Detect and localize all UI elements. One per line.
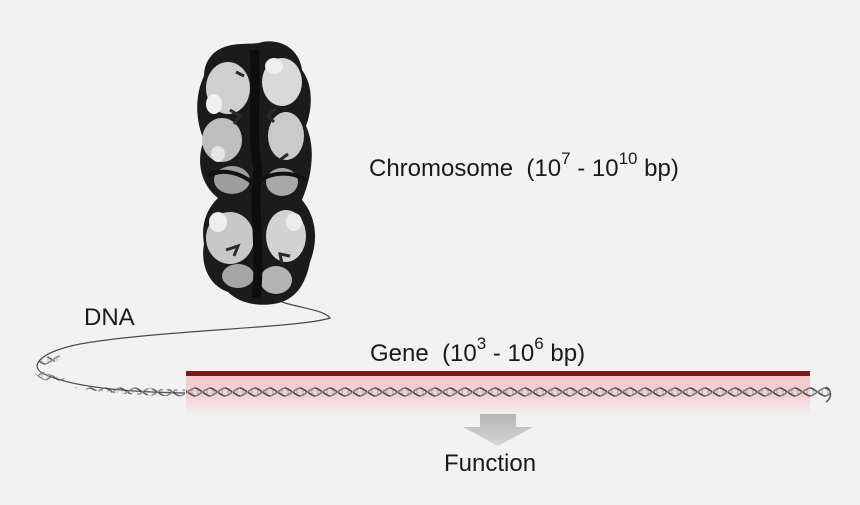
gene-label: Gene (103 - 106 bp) xyxy=(370,334,586,367)
dna-helix-end xyxy=(825,386,832,403)
down-arrow-icon xyxy=(463,414,533,446)
gene-bar xyxy=(186,371,810,376)
dna-helix-left xyxy=(34,352,186,397)
function-label: Function xyxy=(444,450,537,477)
dna-label: DNA xyxy=(84,304,135,331)
chromosome-illustration xyxy=(197,41,316,305)
dna-helix xyxy=(186,386,830,402)
chromosome-label: Chromosome (107 - 1010 bp) xyxy=(369,149,679,182)
